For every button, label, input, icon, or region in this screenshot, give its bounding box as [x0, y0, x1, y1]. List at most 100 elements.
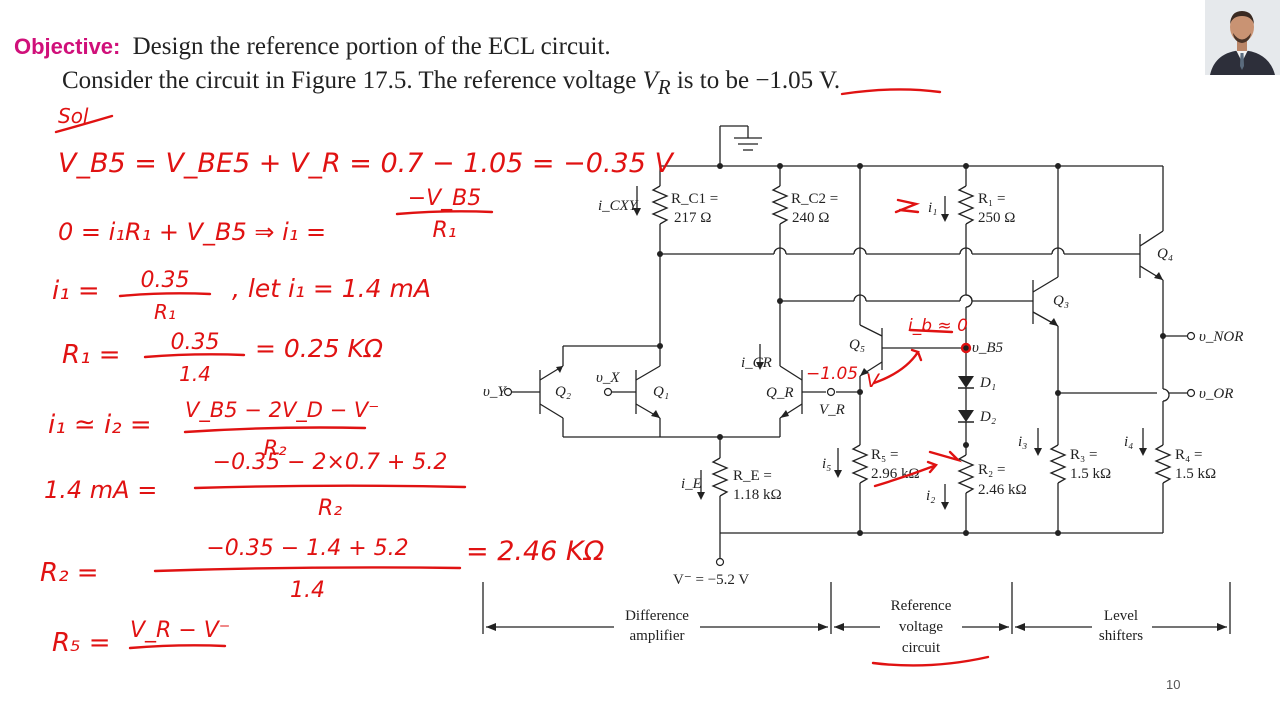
- hw-eq2-num: −V_B5: [407, 186, 482, 211]
- label-q5: Q₅: [849, 337, 865, 353]
- arrow-i1: [894, 198, 921, 214]
- hw-note-v: V: [866, 370, 879, 392]
- hw-eq5-den: R₂: [263, 436, 287, 460]
- objective-label: Objective:: [14, 34, 121, 59]
- hw-eq2-left: 0 = i₁R₁ + V_B5 ⇒ i₁ =: [58, 218, 327, 246]
- section-ref-line2: voltage: [899, 619, 943, 635]
- hw-eq6-num: −0.35 − 2×0.7 + 5.2: [212, 450, 448, 475]
- label-qr: Q_R: [766, 385, 794, 401]
- label-q4: Q₄: [1157, 246, 1173, 262]
- label-q3: Q₃: [1053, 293, 1069, 309]
- hw-eq3-den: R₁: [154, 300, 176, 324]
- hw-eq5-num: V_B5 − 2V_D − V⁻: [185, 398, 380, 422]
- fraction-bar-eq3: [118, 292, 212, 298]
- hw-eq2-den: R₁: [432, 218, 457, 243]
- label-r1-name: R₁ =: [978, 191, 1005, 207]
- slide-header: Objective: Design the reference portion …: [14, 30, 840, 101]
- label-icr: i_CR: [741, 355, 772, 371]
- handwritten-strokes: [54, 88, 990, 667]
- label-q1: Q₁: [653, 384, 669, 400]
- label-q2: Q₂: [555, 384, 571, 400]
- circuit-labels: R_C1 = 217 Ω R_C2 = 240 Ω R₁ = 250 Ω i_C…: [483, 191, 1243, 656]
- label-vx: υ_X: [596, 370, 620, 386]
- label-vr: V_R: [819, 402, 845, 418]
- label-i1: i₁: [928, 200, 937, 216]
- fraction-bar-eq5: [183, 426, 367, 434]
- label-rc1-value: 217 Ω: [674, 210, 711, 226]
- strike-r5: [873, 460, 939, 488]
- label-rc2-value: 240 Ω: [792, 210, 829, 226]
- label-ie: i_E: [681, 476, 702, 492]
- vr-value: −1.05 V: [755, 66, 834, 94]
- hw-eq3-num: 0.35: [140, 268, 190, 293]
- label-i3: i₃: [1018, 434, 1027, 450]
- label-r4-value: 1.5 kΩ: [1175, 466, 1216, 482]
- vr-symbol: VR: [642, 66, 671, 99]
- fraction-bar-eq2: [395, 210, 494, 216]
- hw-eq3-left: i₁ =: [52, 276, 100, 306]
- label-i4: i₄: [1124, 434, 1133, 450]
- label-i2: i₂: [926, 488, 935, 504]
- mark-ib: [908, 328, 954, 334]
- label-re-name: R_E =: [733, 468, 772, 484]
- label-r4-name: R₄ =: [1175, 447, 1202, 463]
- label-rc2-name: R_C2 =: [791, 191, 838, 207]
- underline-ref-circuit: [871, 655, 990, 667]
- hw-eq7-left: R₂ =: [40, 558, 99, 588]
- hw-eq4-num: 0.35: [170, 330, 220, 355]
- label-i5: i₅: [822, 456, 831, 472]
- problem-statement: Consider the circuit in Figure 17.5. The…: [62, 66, 841, 99]
- hw-eq7-right: = 2.46 KΩ: [466, 536, 605, 567]
- section-ref-line3: circuit: [902, 640, 941, 656]
- label-vb5: υ_B5: [972, 340, 1004, 356]
- hw-eq3-right: , let i₁ = 1.4 mA: [232, 274, 431, 303]
- underline-vr-value: [840, 88, 942, 96]
- label-r5-value: 2.96 kΩ: [871, 466, 920, 482]
- hw-eq4-den: 1.4: [179, 362, 211, 386]
- hw-eq6-den: R₂: [317, 496, 343, 521]
- hw-eq8-left: R₅ =: [52, 628, 111, 658]
- hw-note-ib: i_b ≈ 0: [908, 316, 968, 336]
- label-d1: D₁: [979, 375, 996, 391]
- hw-eq4-left: R₁ =: [62, 340, 121, 370]
- problem-prefix: Consider the circuit in Figure 17.5. The…: [62, 66, 637, 94]
- section-ref-line1: Reference: [891, 598, 952, 614]
- label-r3-value: 1.5 kΩ: [1070, 466, 1111, 482]
- hw-eq4-right: = 0.25 KΩ: [255, 334, 384, 363]
- label-r5-name: R₅ =: [871, 447, 898, 463]
- label-r2-value: 2.46 kΩ: [978, 482, 1027, 498]
- label-r1-value: 250 Ω: [978, 210, 1015, 226]
- label-vy: υ_Y: [483, 384, 507, 400]
- label-vminus: V⁻ = −5.2 V: [673, 572, 749, 588]
- objective-line: Objective: Design the reference portion …: [14, 30, 840, 64]
- hw-note-vr: −1.05: [806, 364, 859, 384]
- page-number: 10: [1166, 677, 1181, 692]
- label-vnor: υ_NOR: [1199, 329, 1243, 345]
- hw-eq7-den: 1.4: [290, 578, 325, 603]
- hw-eq8-num: V_R − V⁻: [130, 618, 231, 643]
- section-diff-line2: amplifier: [630, 628, 685, 644]
- circuit-terminals: [503, 331, 1196, 567]
- hw-eq1: V_B5 = V_BE5 + V_R = 0.7 − 1.05 = −0.35 …: [58, 148, 673, 179]
- label-i-cxy: i_CXY: [598, 198, 639, 214]
- hw-eq5-left: i₁ ≃ i₂ =: [48, 410, 152, 440]
- section-diff-line1: Difference: [625, 608, 689, 624]
- problem-mid: is to be: [676, 66, 750, 94]
- hw-sol-label: Sol: [58, 104, 89, 128]
- label-r3-name: R₃ =: [1070, 447, 1097, 463]
- objective-text: Design the reference portion of the ECL …: [132, 33, 611, 60]
- circuit-fills: [486, 163, 1227, 631]
- arrow-vr-to-vb5: [872, 348, 923, 385]
- label-d2: D₂: [979, 409, 996, 425]
- fraction-bar-eq8: [128, 644, 227, 650]
- label-vor: υ_OR: [1199, 386, 1233, 402]
- fraction-bar-eq7: [153, 566, 462, 573]
- hw-eq6-left: 1.4 mA =: [44, 476, 158, 504]
- fraction-bar-eq6: [193, 484, 467, 490]
- fraction-bar-eq4: [143, 353, 246, 359]
- label-re-value: 1.18 kΩ: [733, 487, 782, 503]
- section-lvl-line1: Level: [1104, 608, 1138, 624]
- hw-eq7-num: −0.35 − 1.4 + 5.2: [206, 536, 409, 561]
- presenter-avatar-icon: [1205, 0, 1280, 75]
